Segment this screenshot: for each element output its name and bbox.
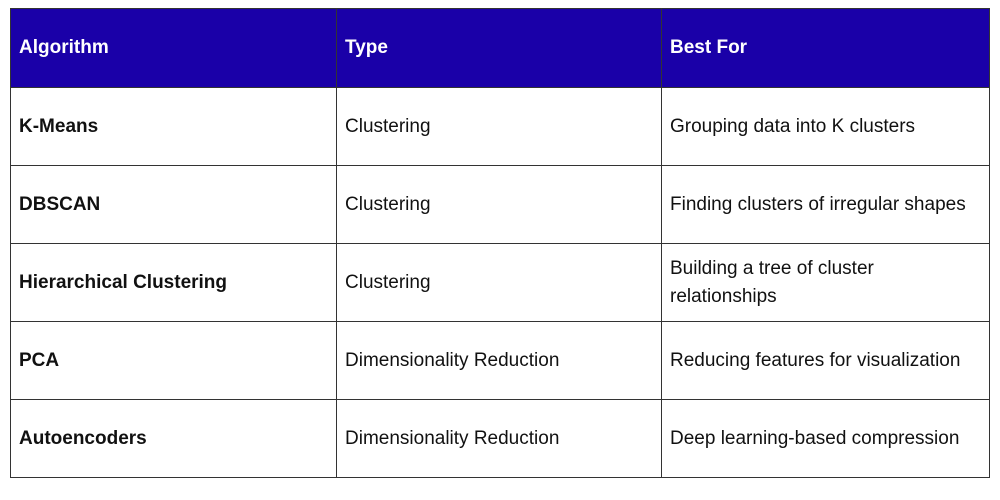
header-row: Algorithm Type Best For (10, 8, 990, 88)
algorithm-cell: DBSCAN (10, 165, 337, 244)
type-cell: Clustering (336, 87, 662, 166)
table-row: Autoencoders Dimensionality Reduction De… (10, 399, 990, 478)
best-for-cell: Building a tree of cluster relationships (661, 243, 990, 322)
type-cell: Clustering (336, 243, 662, 322)
table-row: Hierarchical Clustering Clustering Build… (10, 243, 990, 322)
type-cell: Dimensionality Reduction (336, 399, 662, 478)
algorithms-table: Algorithm Type Best For K-Means Clusteri… (10, 8, 990, 478)
best-for-cell: Deep learning-based compression (661, 399, 990, 478)
best-for-cell: Grouping data into K clusters (661, 87, 990, 166)
algorithm-cell: Autoencoders (10, 399, 337, 478)
best-for-cell: Finding clusters of irregular shapes (661, 165, 990, 244)
algorithm-cell: PCA (10, 321, 337, 400)
table-row: K-Means Clustering Grouping data into K … (10, 87, 990, 166)
header-algorithm: Algorithm (10, 8, 337, 88)
header-best-for: Best For (661, 8, 990, 88)
type-cell: Dimensionality Reduction (336, 321, 662, 400)
algorithm-cell: Hierarchical Clustering (10, 243, 337, 322)
best-for-cell: Reducing features for visualization (661, 321, 990, 400)
type-cell: Clustering (336, 165, 662, 244)
table-row: DBSCAN Clustering Finding clusters of ir… (10, 165, 990, 244)
algorithm-cell: K-Means (10, 87, 337, 166)
table-row: PCA Dimensionality Reduction Reducing fe… (10, 321, 990, 400)
header-type: Type (336, 8, 662, 88)
